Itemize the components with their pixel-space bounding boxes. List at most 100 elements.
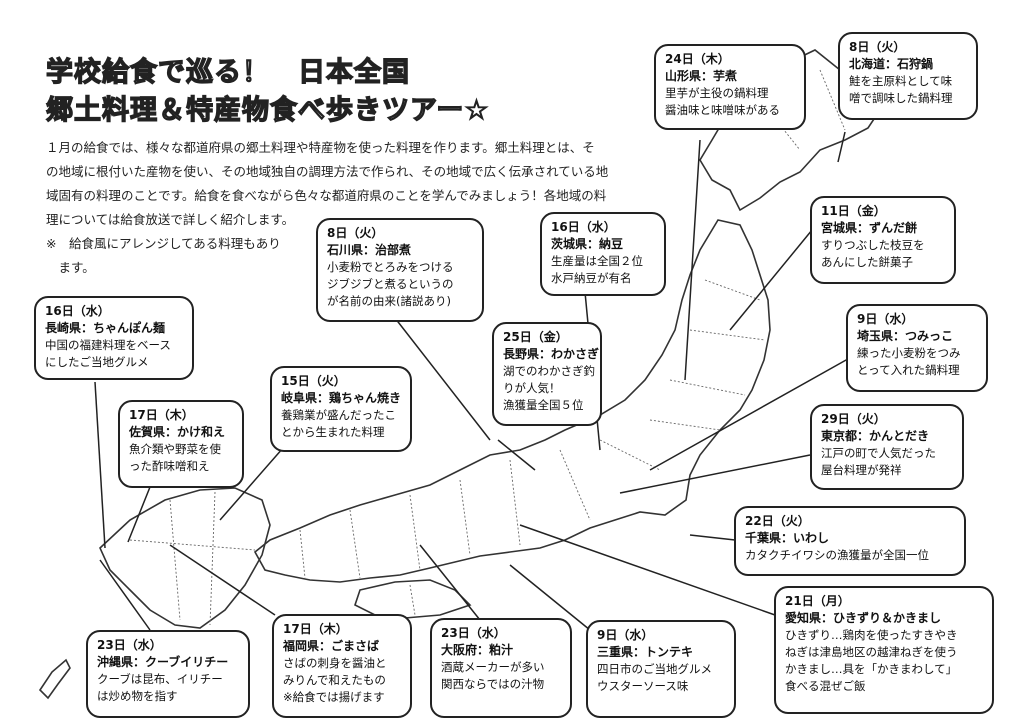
- card-date: 11日（金）: [821, 204, 886, 218]
- card-prefecture-dish: 佐賀県：かけ和え: [129, 425, 226, 439]
- card-ibaraki: 16日（水） 茨城県：納豆 生産量は全国２位 水戸納豆が有名: [540, 212, 666, 296]
- card-description: 生産量は全国２位: [551, 254, 643, 268]
- card-prefecture-dish: 茨城県：納豆: [551, 237, 624, 251]
- card-description: にしたご当地グルメ: [45, 355, 149, 369]
- card-description: 関西ならではの汁物: [441, 677, 545, 691]
- intro-note: ます。: [46, 260, 95, 275]
- intro-note: ※ 給食風にアレンジしてある料理もあり: [46, 236, 281, 251]
- card-okinawa: 23日（水） 沖縄県：クーブイリチー クーブは昆布、イリチー は炒め物を指す: [86, 630, 250, 718]
- card-prefecture-dish: 長野県：わかさぎ: [503, 347, 600, 361]
- card-date: 23日（水）: [97, 638, 162, 652]
- card-description: とって入れた鍋料理: [857, 363, 960, 377]
- card-description: ひきずり…鶏肉を使ったすきやき: [785, 628, 958, 642]
- card-date: 8日（火）: [327, 226, 384, 240]
- card-chiba: 22日（火） 千葉県：いわし カタクチイワシの漁獲量が全国一位: [734, 506, 966, 576]
- card-prefecture-dish: 岐阜県：鶏ちゃん焼き: [281, 391, 402, 405]
- card-description: ジブジブと煮るというの: [327, 277, 454, 291]
- card-description: 湖でのわかさぎ釣: [503, 364, 595, 378]
- card-prefecture-dish: 三重県：トンテキ: [597, 645, 694, 659]
- card-description: 小麦粉でとろみをつける: [327, 260, 454, 274]
- card-description: 屋台料理が発祥: [821, 463, 902, 477]
- card-description: 養鶏業が盛んだったこ: [281, 408, 396, 422]
- card-description: 水戸納豆が有名: [551, 271, 632, 285]
- card-date: 9日（水）: [857, 312, 914, 326]
- card-prefecture-dish: 宮城県：ずんだ餅: [821, 221, 918, 235]
- card-date: 24日（木）: [665, 52, 730, 66]
- card-description: は炒め物を指す: [97, 689, 178, 703]
- hokkaido-outline: [699, 49, 881, 212]
- card-description: クーブは昆布、イリチー: [97, 672, 223, 686]
- card-gifu: 15日（火） 岐阜県：鶏ちゃん焼き 養鶏業が盛んだったこ とから生まれた料理: [270, 366, 412, 452]
- shikoku-outline: [354, 579, 472, 619]
- card-description: 江戸の町で人気だった: [821, 446, 936, 460]
- card-description: 醤油味と味噌味がある: [665, 103, 780, 117]
- card-date: 17日（木）: [283, 622, 348, 636]
- card-aichi: 21日（月） 愛知県：ひきずり＆かきまし ひきずり…鶏肉を使ったすきやき ねぎは…: [774, 586, 994, 714]
- card-description: 魚介類や野菜を使: [129, 442, 221, 456]
- card-saitama: 9日（水） 埼玉県：つみっこ 練った小麦粉をつみ とって入れた鍋料理: [846, 304, 988, 392]
- card-date: 9日（水）: [597, 628, 654, 642]
- card-osaka: 23日（水） 大阪府：粕汁 酒蔵メーカーが多い 関西ならではの汁物: [430, 618, 572, 718]
- card-prefecture-dish: 石川県：治部煮: [327, 243, 412, 257]
- card-description: あんにした餅菓子: [821, 255, 913, 269]
- card-description: 中国の福建料理をベース: [45, 338, 171, 352]
- card-description: ねぎは津島地区の越津ねぎを使う: [785, 645, 958, 659]
- card-description: りが人気！: [503, 381, 561, 395]
- card-saga: 17日（木） 佐賀県：かけ和え 魚介類や野菜を使 った酢味噌和え: [118, 400, 244, 488]
- okinawa-outline: [38, 658, 71, 700]
- card-nagano: 25日（金） 長野県：わかさぎ 湖でのわかさぎ釣 りが人気！ 漁獲量全国５位: [492, 322, 602, 426]
- card-mie: 9日（水） 三重県：トンテキ 四日市のご当地グルメ ウスターソース味: [586, 620, 736, 718]
- card-description: ウスターソース味: [597, 679, 689, 693]
- card-description: ※給食では揚げます: [283, 690, 385, 704]
- card-date: 25日（金）: [503, 330, 568, 344]
- card-date: 23日（水）: [441, 626, 506, 640]
- card-description: 食べる混ぜご飯: [785, 679, 866, 693]
- card-description: った酢味噌和え: [129, 459, 210, 473]
- card-date: 16日（水）: [551, 220, 616, 234]
- intro-line: １月の給食では、様々な都道府県の郷土料理や特産物を使った料理を作ります。郷土料理…: [46, 140, 595, 155]
- card-description: とから生まれた料理: [281, 425, 385, 439]
- card-description: すりつぶした枝豆を: [821, 238, 925, 252]
- card-prefecture-dish: 東京都：かんとだき: [821, 429, 930, 443]
- card-description: さばの刺身を醤油と: [283, 656, 387, 670]
- card-prefecture-dish: 山形県：芋煮: [665, 69, 738, 83]
- card-description: かきまし…具を「かきまわして」: [785, 662, 958, 676]
- card-nagasaki: 16日（水） 長崎県：ちゃんぽん麺 中国の福建料理をベース にしたご当地グルメ: [34, 296, 194, 380]
- card-description: 練った小麦粉をつみ: [857, 346, 961, 360]
- card-date: 16日（水）: [45, 304, 110, 318]
- card-date: 8日（火）: [849, 40, 906, 54]
- page-title-line1: 学校給食で巡る！ 日本全国: [45, 56, 410, 88]
- card-date: 17日（木）: [129, 408, 194, 422]
- card-date: 29日（火）: [821, 412, 886, 426]
- card-prefecture-dish: 大阪府：粕汁: [441, 643, 514, 657]
- card-description: みりんで和えたもの: [283, 673, 386, 687]
- card-description: 酒蔵メーカーが多い: [441, 660, 545, 674]
- card-date: 22日（火）: [745, 514, 810, 528]
- card-fukuoka: 17日（木） 福岡県：ごまさば さばの刺身を醤油と みりんで和えたもの ※給食で…: [272, 614, 412, 718]
- card-description: 里芋が主役の鍋料理: [665, 86, 769, 100]
- card-prefecture-dish: 沖縄県：クーブイリチー: [97, 655, 229, 669]
- card-prefecture-dish: 愛知県：ひきずり＆かきまし: [785, 611, 942, 625]
- card-ishikawa: 8日（火） 石川県：治部煮 小麦粉でとろみをつける ジブジブと煮るというの が名…: [316, 218, 484, 322]
- intro-line: 域固有の料理のことです。給食を食べながら色々な都道府県のことを学んでみましょう！…: [46, 188, 607, 203]
- intro-line: 理については給食放送で詳しく紹介します。: [46, 212, 295, 227]
- card-prefecture-dish: 千葉県：いわし: [745, 531, 830, 545]
- card-yamagata: 24日（木） 山形県：芋煮 里芋が主役の鍋料理 醤油味と味噌味がある: [654, 44, 806, 130]
- card-prefecture-dish: 北海道：石狩鍋: [849, 57, 934, 71]
- card-date: 15日（火）: [281, 374, 346, 388]
- intro-line: の地域に根付いた産物を使い、その地域独自の調理方法で作られ、その地域で広く伝承さ…: [46, 164, 609, 179]
- card-prefecture-dish: 福岡県：ごまさば: [283, 639, 380, 653]
- card-tokyo: 29日（火） 東京都：かんとだき 江戸の町で人気だった 屋台料理が発祥: [810, 404, 964, 490]
- card-miyagi: 11日（金） 宮城県：ずんだ餅 すりつぶした枝豆を あんにした餅菓子: [810, 196, 956, 284]
- card-description: 噌で調味した鍋料理: [849, 91, 953, 105]
- page-title-line2: 郷土料理＆特産物食べ歩きツアー☆: [45, 94, 490, 126]
- card-description: 四日市のご当地グルメ: [597, 662, 712, 676]
- card-prefecture-dish: 埼玉県：つみっこ: [857, 329, 954, 343]
- card-description: カタクチイワシの漁獲量が全国一位: [745, 548, 929, 562]
- card-date: 21日（月）: [785, 594, 850, 608]
- card-description: 鮭を主原料として味: [849, 74, 953, 88]
- card-hokkaido: 8日（火） 北海道：石狩鍋 鮭を主原料として味 噌で調味した鍋料理: [838, 32, 978, 120]
- card-prefecture-dish: 長崎県：ちゃんぽん麺: [45, 321, 166, 335]
- card-description: 漁獲量全国５位: [503, 398, 584, 412]
